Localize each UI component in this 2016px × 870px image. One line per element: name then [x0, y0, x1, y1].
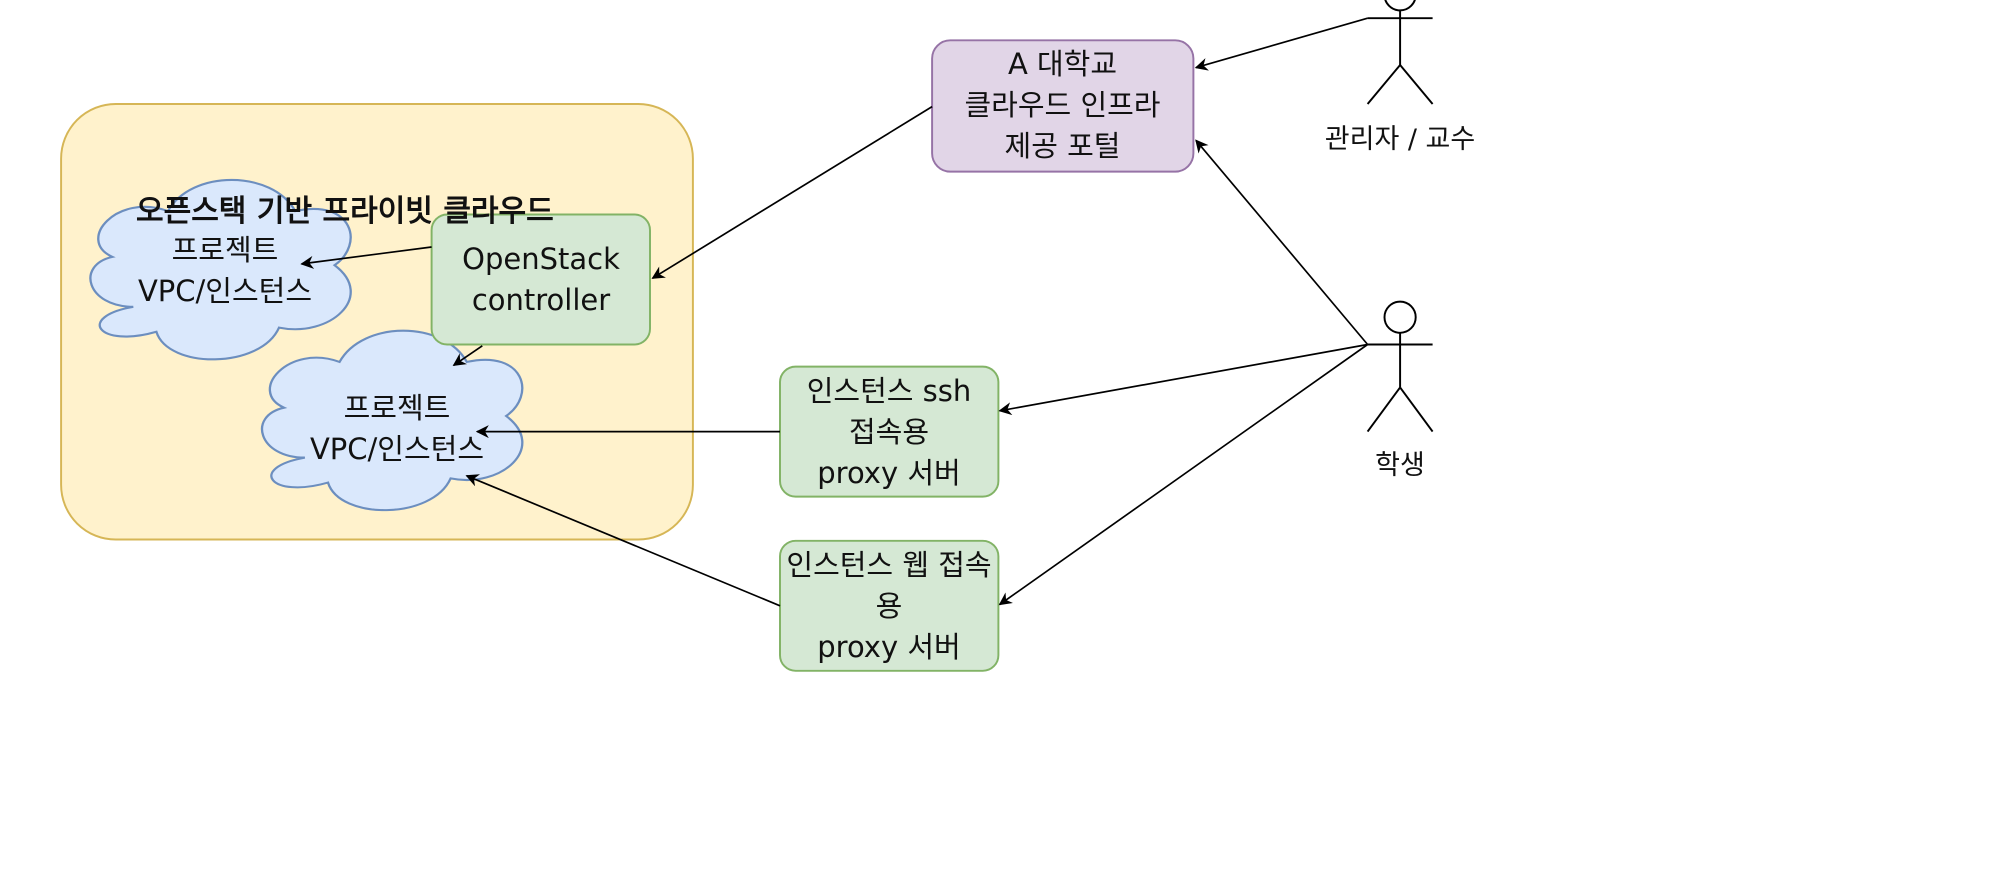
arrow-student-to-portal [1195, 139, 1369, 346]
ssh-proxy-label: 인스턴스 ssh 접속용 proxy 서버 [806, 373, 972, 490]
web-proxy-label: 인스턴스 웹 접속용 proxy 서버 [786, 547, 992, 664]
project-cloud-bottom [260, 329, 524, 512]
arrow-portal-to-controller [651, 105, 933, 279]
openstack-controller-box [430, 213, 651, 346]
arrow-admin-to-portal [1194, 17, 1368, 71]
arrow-controller-to-cloud-top [300, 246, 432, 269]
project-bottom-label: 프로젝트 VPC/인스턴스 [309, 391, 485, 466]
openstack-controller-label: OpenStack controller [462, 242, 620, 317]
admin-actor-label: 관리자 / 교수 [1324, 124, 1476, 155]
arrow-student-to-ssh-proxy [998, 343, 1368, 416]
arrow-web-proxy-to-cloud-bottom [465, 474, 781, 607]
arrow-student-to-web-proxy [998, 343, 1369, 606]
private-cloud-title: 오픈스택 기반 프라이빗 클라우드 [136, 194, 554, 229]
student-actor-label: 학생 [1375, 450, 1425, 481]
portal-label: A 대학교 클라우드 인프라 제공 포털 [964, 47, 1161, 163]
admin-actor-icon [1366, 0, 1434, 105]
arrow-controller-to-cloud-bottom [452, 345, 483, 367]
project-top-label: 프로젝트 VPC/인스턴스 [137, 233, 313, 308]
portal-box [931, 39, 1195, 173]
student-actor-icon [1366, 300, 1434, 433]
project-cloud-top [89, 178, 352, 361]
